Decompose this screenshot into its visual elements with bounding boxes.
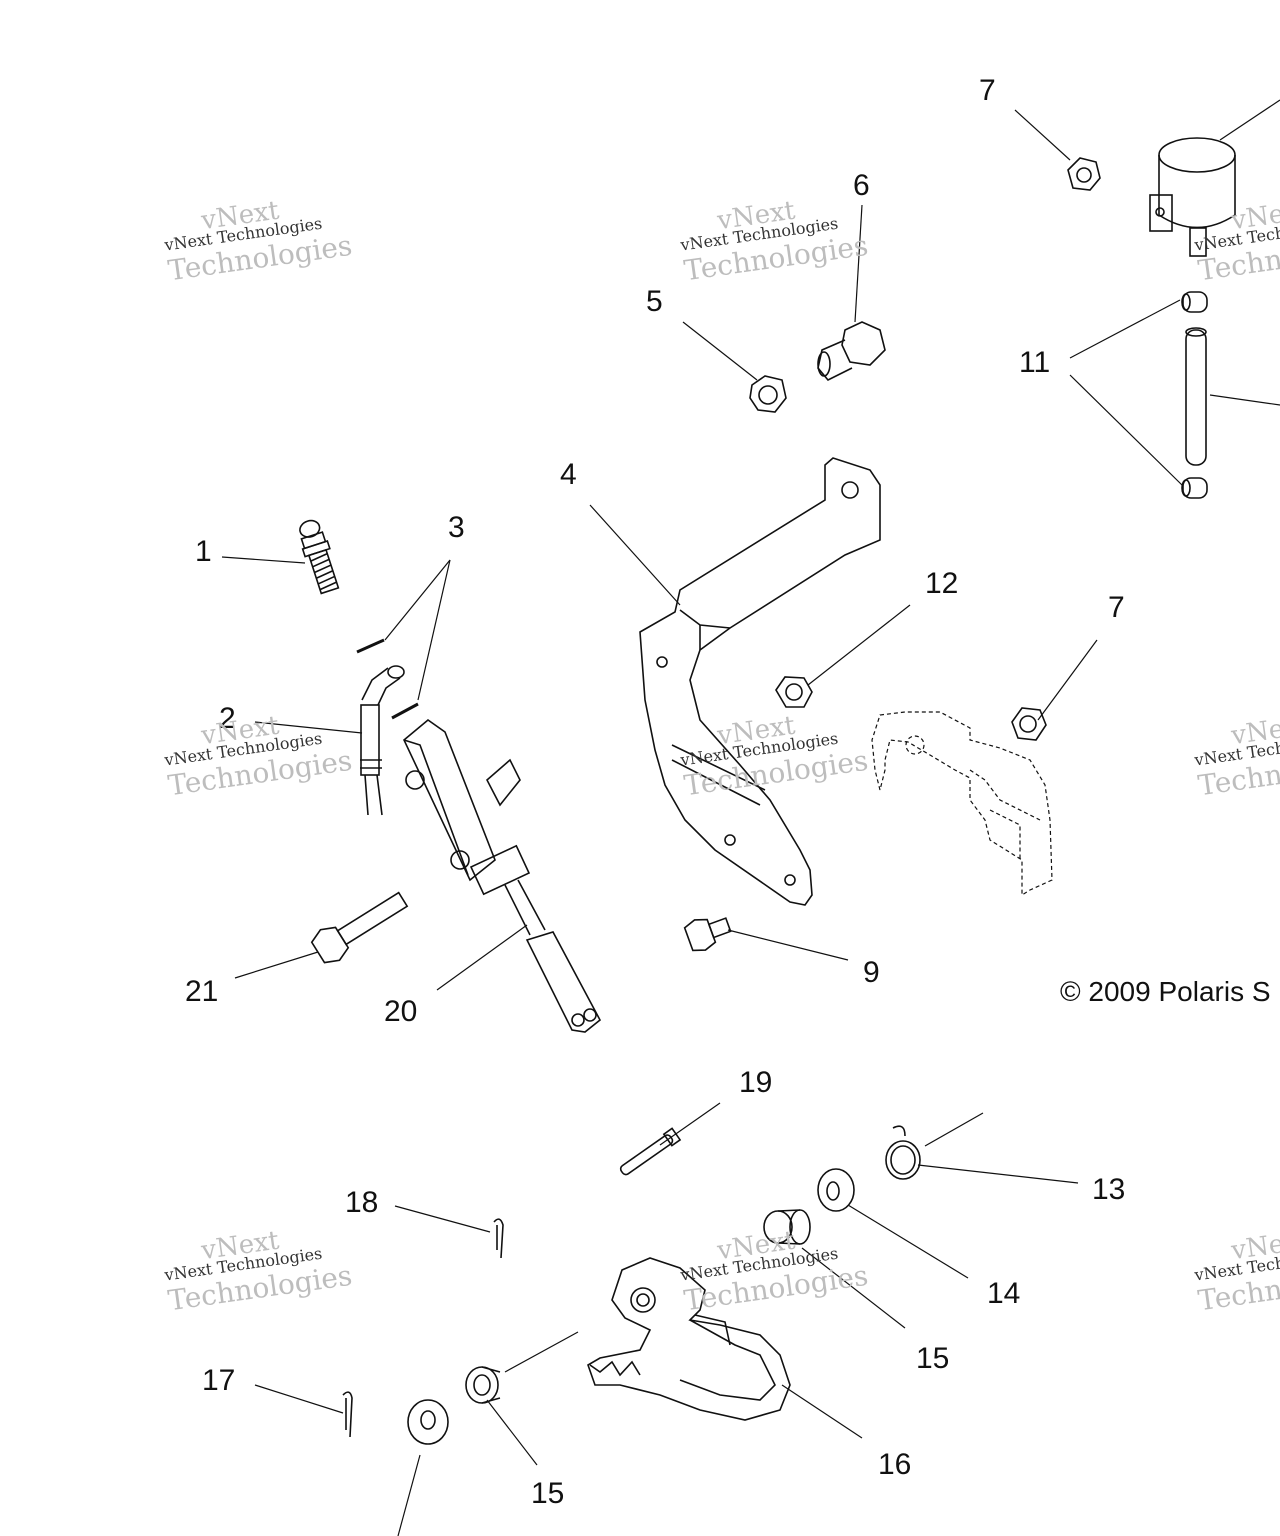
leader-lines	[221, 99, 1280, 1536]
label-2: 2	[219, 702, 236, 735]
cotter-pin-17	[342, 1391, 353, 1438]
label-3: 3	[448, 511, 465, 544]
master-cylinder	[403, 718, 602, 1033]
hose-clamp-lower	[1181, 477, 1208, 499]
mounting-bracket	[639, 457, 881, 906]
label-18: 18	[345, 1186, 379, 1219]
label-21: 21	[185, 975, 219, 1008]
washer-bottom	[407, 1399, 449, 1445]
brake-pedal	[587, 1257, 791, 1421]
label-6: 6	[853, 169, 870, 202]
bolt-21	[310, 891, 409, 964]
label-9: 9	[863, 956, 880, 989]
hose-clamp-upper	[1181, 291, 1208, 313]
label-20: 20	[384, 995, 418, 1028]
label-19: 19	[739, 1066, 773, 1099]
spring-clip	[885, 1125, 921, 1180]
bushing-15-lower	[465, 1366, 501, 1404]
pivot-pin	[619, 1127, 682, 1176]
label-11: 11	[1019, 346, 1051, 379]
label-13: 13	[1092, 1173, 1126, 1206]
label-1: 1	[195, 535, 212, 568]
label-5: 5	[646, 285, 663, 318]
label-12: 12	[925, 567, 959, 600]
reservoir	[1149, 137, 1236, 257]
nut-5	[749, 375, 787, 413]
nut-7-mid	[1011, 707, 1047, 741]
label-7-mid: 7	[1108, 591, 1125, 624]
reservoir-hose	[1185, 327, 1207, 466]
cotter-pin-18	[493, 1218, 504, 1259]
bleeder-fitting	[299, 519, 340, 595]
bushing-15-upper	[763, 1209, 811, 1245]
label-17: 17	[202, 1364, 236, 1397]
washer-14	[817, 1168, 855, 1212]
brake-hose	[360, 665, 405, 816]
bolt-6	[817, 321, 886, 381]
clip	[356, 638, 419, 720]
nut-12	[775, 676, 813, 708]
phantom-part	[871, 711, 1053, 897]
label-7-top: 7	[979, 74, 996, 107]
nut-7-top	[1067, 157, 1101, 191]
label-4: 4	[560, 458, 577, 491]
label-15-upper: 15	[916, 1342, 950, 1375]
label-14: 14	[987, 1277, 1021, 1310]
label-15-lower: 15	[531, 1477, 565, 1510]
bolt-9	[683, 917, 732, 952]
copyright-text: © 2009 Polaris S	[1060, 976, 1271, 1007]
label-16: 16	[878, 1448, 912, 1481]
